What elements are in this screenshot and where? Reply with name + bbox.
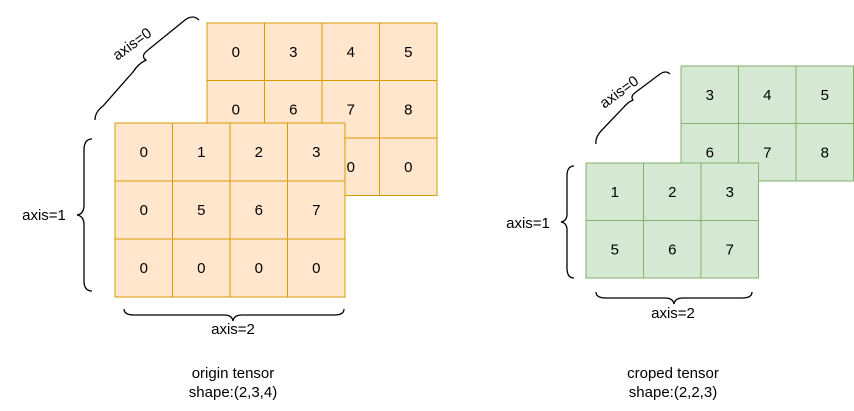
origin-back-cell-value: 0: [404, 159, 412, 176]
origin-front-cell: [172, 122, 231, 182]
cropped-axis0-brace: [595, 71, 671, 145]
origin-front-cell: [287, 122, 346, 182]
origin-axis2-brace: [123, 308, 345, 322]
origin-back-cell-value: 8: [404, 101, 412, 118]
origin-axis1-brace: [76, 138, 93, 292]
cropped-axis1-brace: [560, 165, 575, 279]
cropped-axis2-label: axis=2: [651, 305, 695, 322]
cropped-front-cell-value: 3: [726, 184, 734, 201]
cropped-front-cell: [643, 162, 702, 221]
origin-axis2-label: axis=2: [211, 321, 255, 338]
origin-caption: origin tensor shape:(2,3,4): [133, 364, 333, 402]
origin-front-cell: [172, 238, 231, 298]
origin-back-cell-value: 0: [232, 101, 240, 118]
cropped-tensor-group: 3 4 5 6 7 8 1 2 3 5 6 7: [585, 65, 854, 279]
origin-back-cell-value: 0: [347, 159, 355, 176]
origin-front-cell-value: 0: [312, 260, 320, 277]
cropped-back-cell-value: 3: [706, 87, 714, 104]
origin-tensor-group: 034506780000012305670000: [114, 22, 438, 298]
origin-front-cell-value: 2: [255, 144, 263, 161]
origin-front-cell-value: 3: [312, 144, 320, 161]
origin-front-cell-value: 6: [255, 202, 263, 219]
cropped-caption-title: croped tensor: [627, 365, 719, 382]
cropped-back-cell-value: 8: [821, 144, 829, 161]
cropped-back-cell-value: 7: [763, 144, 771, 161]
origin-front-cell-value: 7: [312, 202, 320, 219]
origin-front-cell-value: 0: [255, 260, 263, 277]
origin-front-cell-value: 0: [140, 202, 148, 219]
origin-back-cell: [379, 137, 438, 196]
origin-caption-shape: shape:(2,3,4): [188, 384, 278, 401]
origin-axis1-label: axis=1: [22, 207, 66, 224]
origin-back-cell-value: 7: [347, 101, 355, 118]
origin-back-cell: [379, 22, 438, 81]
origin-front-cell-value: 1: [197, 144, 205, 161]
origin-front-cell: [114, 238, 173, 298]
origin-front-cell-value: 0: [140, 144, 148, 161]
cropped-back-cell-value: 4: [763, 87, 771, 104]
origin-back-cell: [264, 22, 323, 81]
cropped-front-cell-value: 6: [668, 241, 676, 258]
origin-back-cell-value: 4: [347, 44, 355, 61]
origin-back-cell: [379, 80, 438, 139]
cropped-front-cell: [700, 220, 759, 279]
origin-front-cell-value: 0: [140, 260, 148, 277]
origin-back-cell-value: 0: [232, 44, 240, 61]
cropped-back-cell: [795, 123, 854, 182]
cropped-front-cell-value: 5: [611, 241, 619, 258]
cropped-front-cell: [585, 162, 644, 221]
origin-back-cell: [206, 22, 265, 81]
origin-front-cell: [229, 180, 288, 240]
origin-caption-title: origin tensor: [191, 365, 275, 382]
origin-back-cell-value: 3: [289, 44, 297, 61]
origin-axis0-brace: [94, 16, 200, 121]
origin-axis0-label: axis=0: [110, 25, 155, 64]
cropped-front-cell-value: 7: [726, 241, 734, 258]
cropped-back-cell-value: 6: [706, 144, 714, 161]
origin-back-cell-value: 6: [289, 101, 297, 118]
cropped-caption-shape: shape:(2,2,3): [628, 384, 718, 401]
cropped-front-layer: 1 2 3 5 6 7: [585, 162, 759, 279]
cropped-front-cell: [700, 162, 759, 221]
cropped-axis2-brace: [595, 291, 753, 305]
cropped-back-layer: 3 4 5 6 7 8: [680, 65, 854, 182]
origin-front-cell: [287, 180, 346, 240]
cropped-front-cell: [585, 220, 644, 279]
cropped-axis1-label: axis=1: [506, 215, 550, 232]
cropped-back-cell: [795, 65, 854, 124]
cropped-back-cell-value: 5: [821, 87, 829, 104]
cropped-back-cell: [738, 65, 797, 124]
cropped-front-cell-value: 2: [668, 184, 676, 201]
origin-front-cell-value: 5: [197, 202, 205, 219]
cropped-back-cell: [680, 65, 739, 124]
origin-back-cell-value: 5: [404, 44, 412, 61]
origin-front-layer: 0 1 2 3 0 5 6 7 0 0 0 0: [114, 122, 346, 298]
origin-front-cell-value: 0: [197, 260, 205, 277]
origin-front-cell: [287, 238, 346, 298]
cropped-caption: croped tensor shape:(2,2,3): [573, 364, 773, 402]
origin-front-cell: [172, 180, 231, 240]
cropped-front-cell-value: 1: [611, 184, 619, 201]
